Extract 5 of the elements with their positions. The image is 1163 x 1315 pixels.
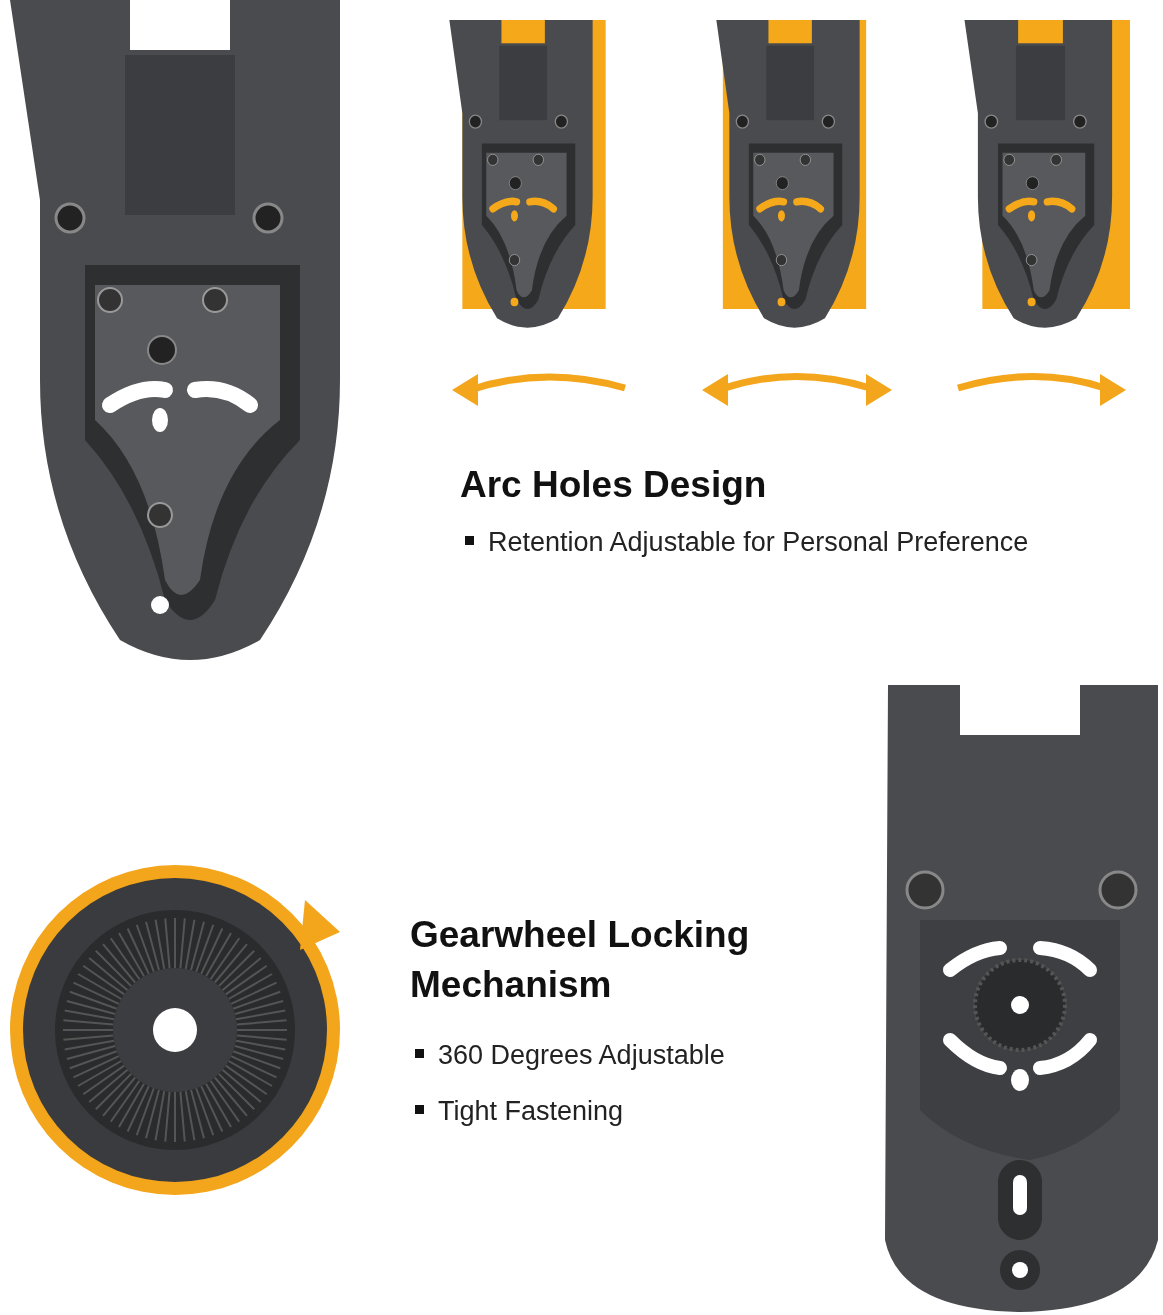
- feature-bullet: Retention Adjustable for Personal Preference: [465, 527, 1029, 558]
- feature-bullet: Tight Fastening: [415, 1096, 624, 1127]
- feature-bullet: 360 Degrees Adjustable: [415, 1040, 725, 1071]
- feature-heading: Arc Holes Design: [460, 463, 768, 507]
- feature-heading: Gearwheel Locking Mechanism: [410, 913, 751, 1007]
